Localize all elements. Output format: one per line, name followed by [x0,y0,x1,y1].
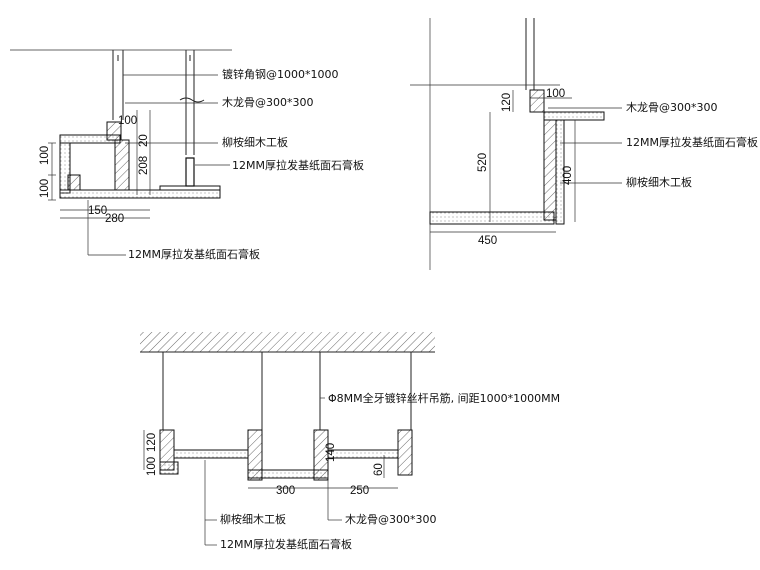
label-gypsum-bottom: 12MM厚拉发基纸面石膏板 [128,247,260,261]
dim-b-400: 400 [562,166,574,185]
dim-b-450: 450 [478,235,497,247]
dim-b-100: 100 [546,88,565,100]
detail-b: 木龙骨@300*300 12MM厚拉发基纸面石膏板 柳桉细木工板 120 100… [410,18,758,270]
label-b-wood-keel: 木龙骨@300*300 [626,101,718,114]
dim-280: 280 [105,213,124,225]
dim-100-top: 100 [118,115,137,127]
dim-c-140: 140 [325,443,337,462]
dim-100-left: 100 [39,146,51,165]
dim-c-60: 60 [373,463,385,476]
detail-c: Φ8MM全牙镀锌丝杆吊筋, 间距1000*1000MM 柳桉细木工板 12MM厚… [140,332,560,551]
dim-100-left2: 100 [39,179,51,198]
detail-a: 镀锌角钢@1000*1000 木龙骨@300*300 柳桉细木工板 12MM厚拉… [10,49,364,261]
label-gypsum: 12MM厚拉发基纸面石膏板 [232,158,364,172]
dim-c-250: 250 [350,485,369,497]
label-angle-steel: 镀锌角钢@1000*1000 [222,67,339,81]
label-b-wood-board: 柳桉细木工板 [626,175,692,189]
dim-c-100: 100 [146,457,158,476]
dim-20: 20 [138,134,150,147]
label-c-gypsum: 12MM厚拉发基纸面石膏板 [220,537,352,551]
label-wood-board: 柳桉细木工板 [222,135,288,149]
label-c-wood-board: 柳桉细木工板 [220,512,286,526]
dim-150: 150 [88,205,107,217]
label-c-rod: Φ8MM全牙镀锌丝杆吊筋, 间距1000*1000MM [328,391,560,405]
dim-b-120: 120 [501,93,513,112]
dim-b-520: 520 [477,153,489,172]
label-wood-keel: 木龙骨@300*300 [222,96,314,109]
dim-208: 208 [138,156,150,175]
label-c-wood-keel: 木龙骨@300*300 [345,513,437,526]
dim-c-300: 300 [276,485,295,497]
label-b-gypsum: 12MM厚拉发基纸面石膏板 [626,135,758,149]
dim-c-120: 120 [146,433,158,452]
